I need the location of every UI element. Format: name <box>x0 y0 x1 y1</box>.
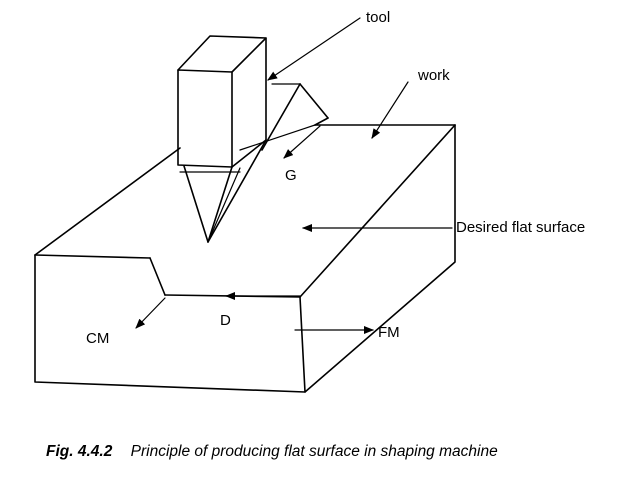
label-cm: CM <box>86 330 109 347</box>
work-arrow <box>371 81 409 139</box>
tool-arrow <box>267 17 361 81</box>
g-arrow <box>283 125 321 159</box>
label-desired-surface: Desired flat surface <box>456 219 585 236</box>
label-fm: FM <box>378 324 400 341</box>
cm-arrow <box>135 297 166 329</box>
label-g: G <box>285 167 297 184</box>
label-work: work <box>417 67 450 84</box>
figure-caption: Fig. 4.4.2 Principle of producing flat s… <box>46 443 498 460</box>
caption-text: Principle of producing flat surface in s… <box>131 443 498 460</box>
label-d: D <box>220 312 231 329</box>
label-tool: tool <box>366 9 390 26</box>
caption-number: Fig. 4.4.2 <box>46 443 113 460</box>
annotation-arrows <box>135 17 453 334</box>
cutting-tool <box>177 35 267 243</box>
